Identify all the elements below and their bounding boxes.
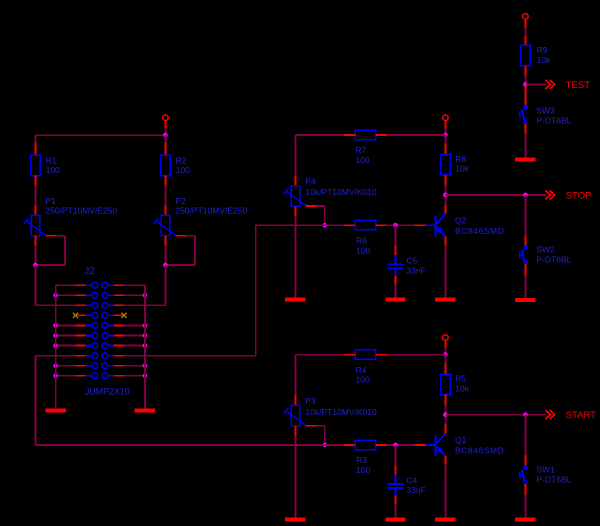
svg-text:START: START — [566, 410, 597, 421]
svg-text:R6: R6 — [356, 235, 367, 245]
svg-text:100: 100 — [46, 165, 60, 175]
svg-text:P4: P4 — [305, 176, 316, 186]
svg-text:SW1: SW1 — [536, 464, 555, 474]
svg-text:100: 100 — [356, 375, 370, 385]
svg-text:P-DT6BL: P-DT6BL — [536, 255, 571, 265]
svg-text:33nF: 33nF — [406, 266, 425, 276]
svg-text:R3: R3 — [356, 455, 367, 465]
svg-text:J2: J2 — [84, 266, 95, 277]
svg-text:R1: R1 — [46, 155, 57, 165]
svg-text:10k/PT10MV/K010: 10k/PT10MV/K010 — [305, 187, 377, 197]
svg-text:R7: R7 — [356, 145, 367, 155]
svg-text:R8: R8 — [455, 154, 466, 164]
svg-text:100: 100 — [356, 245, 370, 255]
svg-text:Q1: Q1 — [455, 435, 467, 445]
svg-text:SW2: SW2 — [536, 245, 555, 255]
svg-text:SW3: SW3 — [536, 106, 555, 116]
svg-text:10k: 10k — [455, 164, 469, 174]
svg-text:Q2: Q2 — [455, 215, 467, 225]
svg-text:C5: C5 — [406, 256, 417, 266]
svg-text:JUMP2X10: JUMP2X10 — [85, 387, 130, 397]
svg-text:10k: 10k — [537, 55, 551, 65]
svg-text:R9: R9 — [537, 45, 548, 55]
svg-text:250/PT10MV/E250: 250/PT10MV/E250 — [45, 206, 117, 216]
svg-text:P1: P1 — [45, 196, 56, 206]
svg-text:R2: R2 — [176, 155, 187, 165]
svg-text:TEST: TEST — [566, 80, 591, 91]
svg-text:10k: 10k — [455, 383, 469, 393]
svg-text:P-DT6BL: P-DT6BL — [536, 116, 571, 126]
svg-text:BC846SMD: BC846SMD — [455, 446, 504, 456]
svg-text:P-DT6BL: P-DT6BL — [536, 474, 571, 484]
svg-text:BC846SMD: BC846SMD — [455, 226, 504, 236]
svg-text:STOP: STOP — [566, 190, 592, 201]
svg-text:100: 100 — [356, 155, 370, 165]
svg-text:C4: C4 — [406, 475, 417, 485]
svg-text:10k/PT10MV/K010: 10k/PT10MV/K010 — [305, 407, 377, 417]
svg-text:R4: R4 — [356, 365, 367, 375]
svg-text:250/PT10MV/E250: 250/PT10MV/E250 — [175, 206, 247, 216]
svg-text:P3: P3 — [305, 396, 316, 406]
svg-text:33nF: 33nF — [406, 485, 425, 495]
svg-text:R5: R5 — [455, 374, 466, 384]
svg-text:100: 100 — [176, 165, 190, 175]
svg-text:100: 100 — [356, 465, 370, 475]
svg-text:P2: P2 — [175, 196, 186, 206]
